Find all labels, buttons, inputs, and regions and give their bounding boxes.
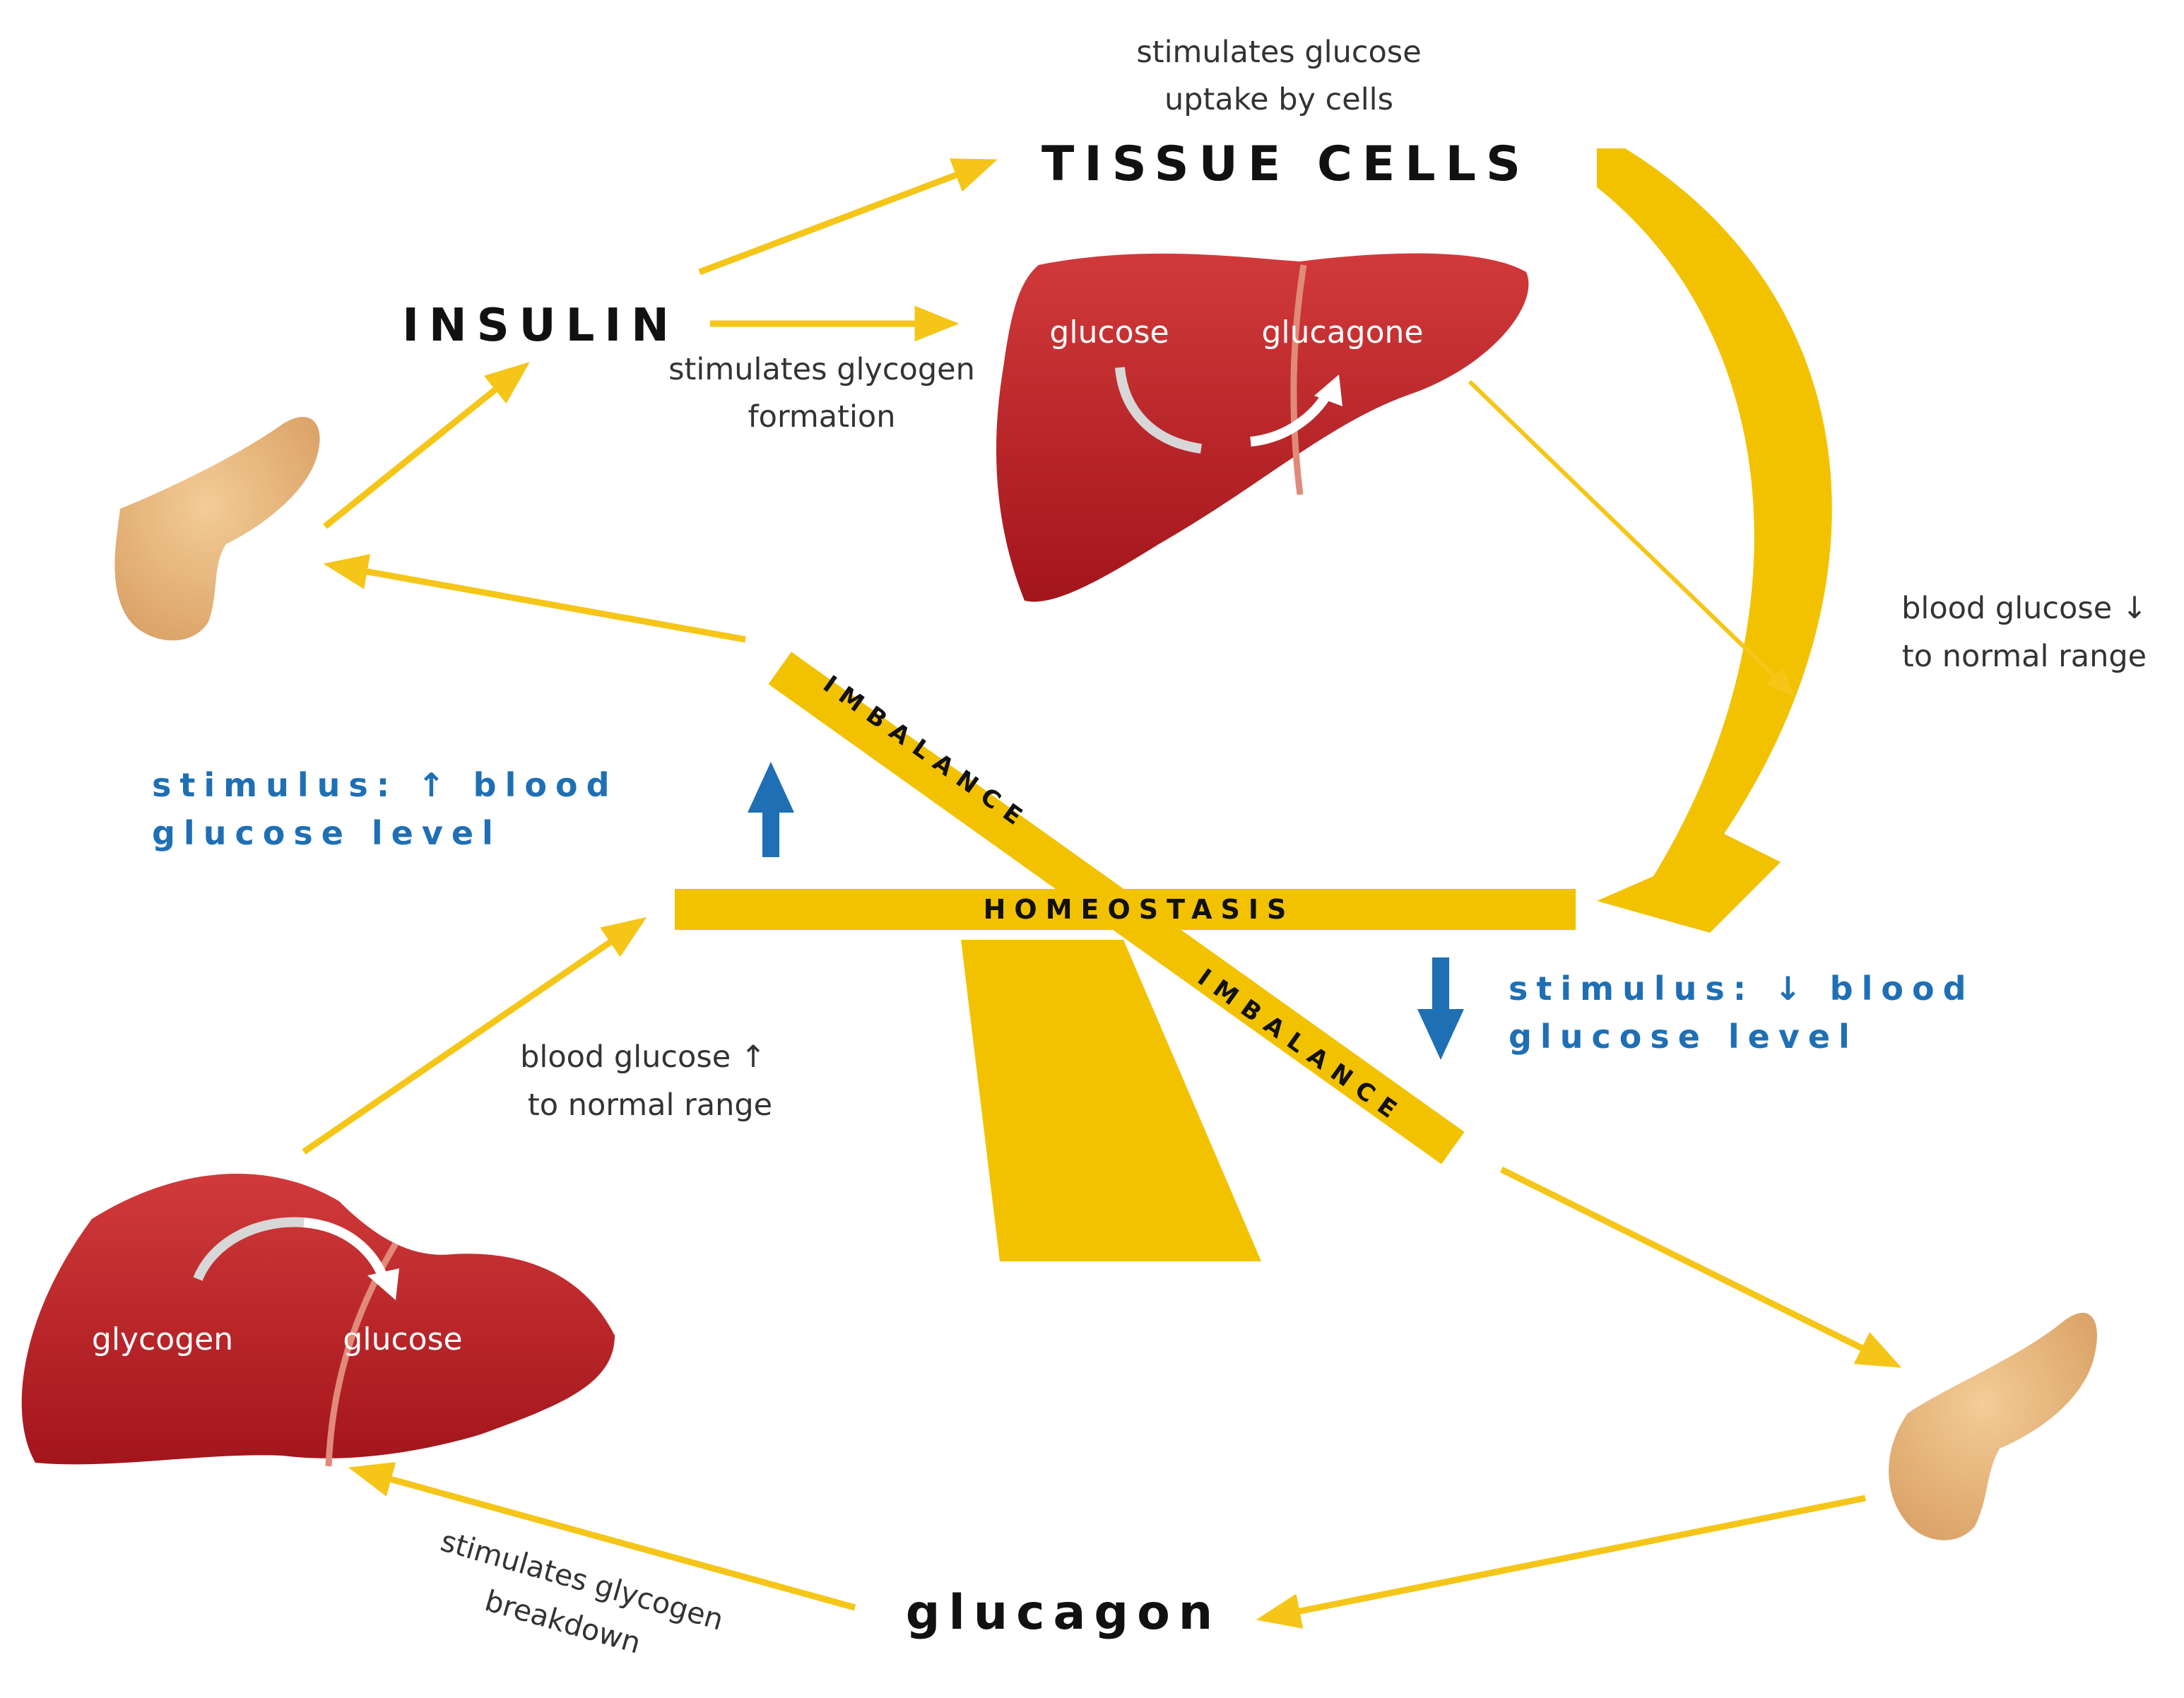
stimulus-down-line2: glucose level: [1509, 1018, 1858, 1056]
stimulus-down-line1: stimulus: ↓ blood: [1509, 969, 1975, 1008]
imbalance-bottom-label: IMBALANCE: [1193, 963, 1410, 1129]
arrow-imbalance-to-pancreas-right: [1500, 1166, 1902, 1368]
down-arrow-icon: [1417, 957, 1464, 1060]
blood-up-line2: to normal range: [528, 1087, 772, 1123]
liver-top-glucagone-label: glucagone: [1261, 314, 1423, 350]
uptake-caption-line1: stimulates glucose: [1136, 35, 1421, 70]
arrow-insulin-to-tissue: [698, 158, 998, 276]
uptake-caption-line2: uptake by cells: [1164, 82, 1393, 117]
seesaw-base: [961, 940, 1261, 1261]
glucagon-title: glucagon: [906, 1585, 1221, 1641]
arrow-pancreas-to-insulin: [323, 362, 530, 529]
glycogen-formation-line1: stimulates glycogen: [668, 352, 975, 387]
insulin-title: INSULIN: [402, 300, 679, 352]
tissue-cells-title: TISSUE CELLS: [1041, 136, 1530, 192]
big-curved-arrow: [1597, 148, 1832, 933]
arrow-pancreas-to-glucagon: [1256, 1494, 1866, 1629]
blood-down-line2: to normal range: [1902, 639, 2147, 674]
pancreas-left-icon: [114, 416, 320, 641]
imbalance-bar: [768, 652, 1465, 1165]
homeostasis-label: HOMEOSTASIS: [984, 894, 1295, 925]
glycogen-formation-line2: formation: [748, 399, 896, 435]
arrow-imbalance-to-pancreas: [323, 554, 746, 643]
arrow-liver-to-homeostasis: [302, 916, 647, 1155]
imbalance-top-label: IMBALANCE: [818, 670, 1036, 836]
arrow-glucagon-to-liver: [348, 1462, 856, 1611]
blood-down-line1: blood glucose ↓: [1901, 591, 2147, 626]
arrow-liver-to-normal: [1468, 379, 1796, 697]
liver-bottom-glucose-label: glucose: [343, 1321, 462, 1357]
pancreas-right-icon: [1889, 1312, 2097, 1540]
liver-top: [996, 253, 1529, 602]
liver-top-glucose-label: glucose: [1049, 314, 1169, 350]
liver-bottom-glycogen-label: glycogen: [92, 1321, 233, 1357]
liver-bottom: [21, 1174, 615, 1467]
stimulus-up-line1: stimulus: ↑ blood: [152, 766, 618, 804]
blood-up-line1: blood glucose ↑: [520, 1039, 766, 1075]
stimulus-up-line2: glucose level: [152, 814, 502, 852]
up-arrow-icon: [748, 762, 794, 857]
